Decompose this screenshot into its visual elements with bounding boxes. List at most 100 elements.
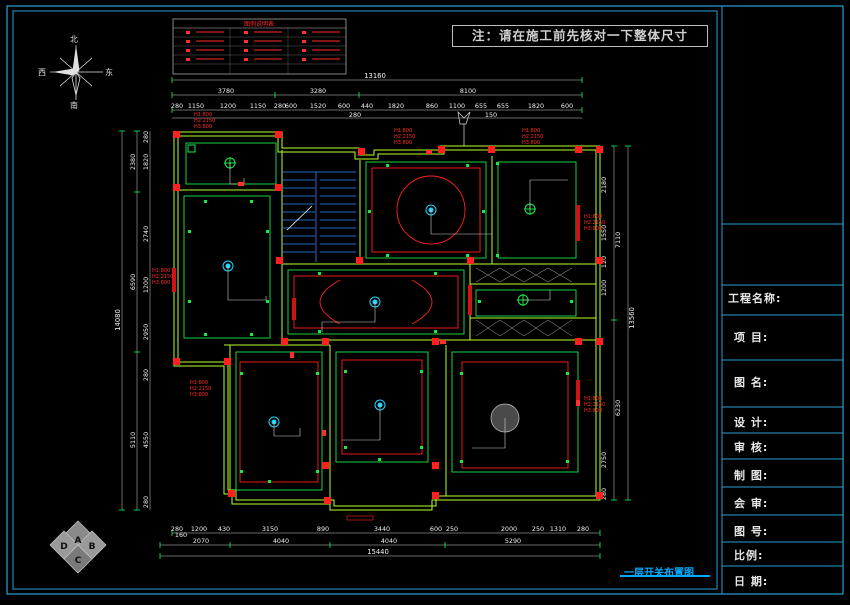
dim-left-inner-1: 280 <box>142 131 150 143</box>
inner-frame <box>12 10 718 590</box>
staircase <box>282 171 356 262</box>
dim-left-total: 14080 <box>114 309 122 331</box>
svg-text:A: A <box>75 536 82 546</box>
dim-left-mid-1: 2380 <box>129 154 137 170</box>
dim-top-row2-9: 440 <box>361 102 373 110</box>
dim-top-row2-4: 1150 <box>250 102 266 110</box>
dim-right-inner-6: 280 <box>600 488 608 500</box>
dim-bottom-row1-9: 2000 <box>501 525 517 533</box>
compass-north-label: 北 <box>70 35 78 44</box>
dim-right-inner-4: 1200 <box>600 280 608 296</box>
dim-top-row2-16: 600 <box>561 102 573 110</box>
dim-left-inner-3: 2740 <box>142 226 150 242</box>
svg-text:C: C <box>75 556 82 566</box>
recessed-light-dots <box>188 162 573 483</box>
dim-right-inner-3: 120 <box>600 256 608 268</box>
project-name-label: 工程名称: <box>728 292 782 305</box>
dim-top-row2-1: 280 <box>171 102 183 110</box>
compass-south-label: 南 <box>70 100 78 110</box>
dim-top-row2-3: 1200 <box>220 102 236 110</box>
svg-text:H3:800: H3:800 <box>194 124 212 130</box>
svg-text:H2:2150: H2:2150 <box>190 386 211 392</box>
drawing-title: 一层开关布置图 <box>624 568 694 579</box>
dim-top-row2-7: 1520 <box>310 102 326 110</box>
dim-bottom-row1-5: 890 <box>317 525 329 533</box>
svg-text:H2:2150: H2:2150 <box>394 134 415 140</box>
dim-left-inner-8: 280 <box>142 496 150 508</box>
dim-bottom-row2-4: 4040 <box>381 537 397 545</box>
drawing-no-label: 图 号: <box>734 525 769 538</box>
dim-left-inner-4: 1200 <box>142 277 150 293</box>
dim-top-row2-15: 1820 <box>528 102 544 110</box>
compass-east-label: 东 <box>105 67 113 77</box>
floor-plan-walls <box>173 131 601 511</box>
height-note-group-1: H1:800 H2:2150 H3:800 <box>194 112 215 130</box>
dim-top-row2-14: 655 <box>497 102 509 110</box>
construction-note: 注：请在施工前先核对一下整体尺寸 <box>452 25 708 47</box>
height-note-group-2: H1:800 H2:2150 H3:800 <box>394 128 415 146</box>
svg-text:H2:2150: H2:2150 <box>584 402 605 408</box>
dim-bottom-row2-1: 160 <box>175 531 187 539</box>
downlights <box>187 144 536 306</box>
svg-text:H3:800: H3:800 <box>584 226 602 232</box>
outer-frame <box>6 5 844 595</box>
svg-text:H2:2150: H2:2150 <box>194 118 215 124</box>
wardrobe-hatch <box>475 267 573 337</box>
svg-text:H1:800: H1:800 <box>190 380 208 386</box>
section-marker <box>346 515 374 521</box>
dim-top-row2-8: 600 <box>338 102 350 110</box>
dim-bottom-total: 15440 <box>367 548 389 556</box>
svg-text:H2:2150: H2:2150 <box>522 134 543 140</box>
dim-top-row1-3: 8100 <box>460 87 476 95</box>
item-label: 项 目: <box>734 331 769 344</box>
svg-text:H1:800: H1:800 <box>394 128 412 134</box>
drawing-name-label: 图 名: <box>734 376 769 389</box>
svg-text:H1:800: H1:800 <box>522 128 540 134</box>
dim-top-row2-13: 655 <box>475 102 487 110</box>
dim-right-inner-5: 2750 <box>600 452 608 468</box>
date-label: 日 期: <box>734 575 769 588</box>
dim-right-total: 13560 <box>628 307 636 329</box>
dim-top-row2-11: 860 <box>426 102 438 110</box>
legend-title: 图例说明表: <box>244 20 276 28</box>
compass-west-label: 西 <box>38 68 46 77</box>
svg-text:B: B <box>89 542 96 552</box>
dim-bottom-row1-2: 1200 <box>191 525 207 533</box>
wall-inserts <box>172 205 580 404</box>
dim-top-row2-2: 1150 <box>188 102 204 110</box>
svg-text:H3:800: H3:800 <box>522 140 540 146</box>
dim-left-inner-5: 2950 <box>142 324 150 340</box>
dim-left-inner-2: 1820 <box>142 154 150 170</box>
legend-table <box>172 18 347 75</box>
dim-top-row3-1: 280 <box>349 111 361 119</box>
svg-text:H1:800: H1:800 <box>194 112 212 118</box>
dim-top-row2-12: 1100 <box>449 102 465 110</box>
ceiling-red-features <box>239 167 569 483</box>
abcd-stamp-letters: A B C D <box>60 536 95 566</box>
dim-top-row1-2: 3280 <box>310 87 326 95</box>
dim-bottom-row1-11: 1310 <box>550 525 566 533</box>
dim-bottom-row1-7: 600 <box>430 525 442 533</box>
dim-bottom-row2-2: 2070 <box>193 537 209 545</box>
dim-top-total: 13160 <box>364 72 386 80</box>
svg-text:H3:800: H3:800 <box>394 140 412 146</box>
entrance-symbol-icon <box>457 110 471 146</box>
dim-top-row1-1: 3780 <box>218 87 234 95</box>
dim-bottom-row1-6: 3440 <box>374 525 390 533</box>
svg-text:H1:800: H1:800 <box>152 268 170 274</box>
height-note-group-7: H1:800 H2:2150 H3:800 <box>584 396 605 414</box>
structural-columns <box>173 131 603 504</box>
ceiling-outlines <box>183 142 579 491</box>
svg-text:H3:800: H3:800 <box>152 280 170 286</box>
dim-right-mid-2: 6230 <box>614 400 622 416</box>
dim-bottom-row1-8: 250 <box>446 525 458 533</box>
countersign-label: 会 审: <box>734 497 769 510</box>
dim-left-mid-2: 6590 <box>129 274 137 290</box>
svg-text:D: D <box>60 542 67 552</box>
dim-bottom-row1-3: 430 <box>218 525 230 533</box>
height-note-group-4: H1:800 H2:2150 H3:800 <box>152 268 173 286</box>
dim-top-row2-5: 280 <box>274 102 286 110</box>
dim-top-row2-10: 1820 <box>388 102 404 110</box>
dim-right-inner-1: 2180 <box>600 177 608 193</box>
